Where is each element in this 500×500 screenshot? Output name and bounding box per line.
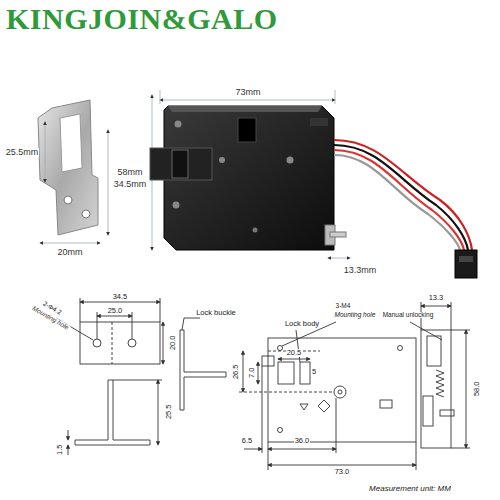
connector (455, 250, 477, 278)
dimension-label: 6.5 (241, 437, 253, 445)
dimension-label: 7.0 (248, 367, 256, 379)
lock-drawing (239, 302, 470, 470)
wires (334, 140, 472, 250)
dimension-label: 73.0 (334, 468, 351, 476)
dimension-label: 26.5 (231, 364, 239, 381)
brand-title: KINGJOIN&GALO (6, 4, 278, 34)
bracket-photo (38, 100, 98, 235)
dimension-label: 25.5 (164, 404, 172, 421)
dimension-label: 36.0 (294, 437, 311, 445)
dimension-label: 58mm (116, 168, 143, 177)
dimension-label: 34.5mm (113, 180, 148, 189)
dimension-label: 13.3mm (343, 266, 378, 275)
dimension-label: 58.0 (472, 381, 480, 398)
dimension-label: 20.5 (286, 349, 303, 357)
dimension-label: Lock buckle (195, 309, 237, 317)
dimension-label: 25.0 (107, 307, 124, 315)
dimension-label: 1.5 (56, 444, 64, 456)
bracket-drawing (56, 298, 226, 455)
dimension-label: 20mm (56, 248, 83, 257)
dimension-label: 20.0 (168, 335, 176, 352)
lock-photo (150, 106, 346, 250)
dimension-label: 5 (311, 368, 317, 376)
dimension-label: Mounting hole (334, 312, 377, 319)
dimension-label: 73mm (234, 88, 261, 97)
dimension-label: 3-M4 (335, 303, 352, 310)
dimension-label: 34.5 (112, 293, 129, 301)
dimension-label: 13.3 (428, 294, 445, 302)
dimension-label: Lock body (284, 320, 320, 328)
dimension-label: Measurement unit: MM (368, 485, 452, 493)
dimension-label: Manual unlocking (382, 312, 435, 319)
dimension-label: 25.5mm (5, 148, 40, 157)
